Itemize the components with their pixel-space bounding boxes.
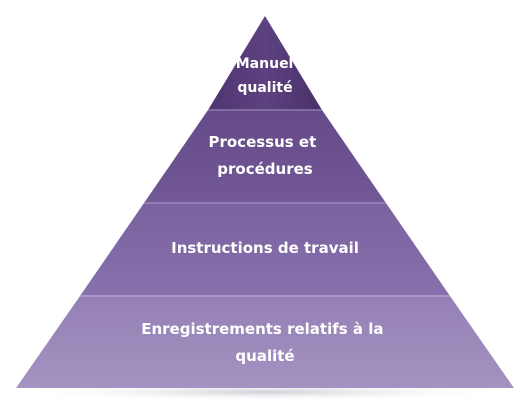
tier-1-label: Manuel qualité — [236, 56, 298, 96]
tier-2-label-line-1: Processus et — [208, 133, 316, 151]
tier-3-label: Instructions de travail — [171, 239, 359, 257]
pyramid-tier-3 — [80, 203, 450, 296]
pyramid-tier-1 — [208, 16, 322, 110]
tier-1-label-line-1: Manuel — [236, 56, 294, 72]
tier-4-label: Enregistrements relatifs à la qualité — [141, 320, 389, 365]
tier-2-label-line-2: procédures — [217, 160, 312, 178]
tier-3-label-line-1: Instructions de travail — [171, 239, 359, 257]
tier-2-label: Processus et procédures — [208, 133, 321, 178]
pyramid-tier-4 — [16, 296, 514, 388]
tier-1-label-line-2: qualité — [237, 80, 292, 96]
pyramid-tier-2 — [144, 110, 386, 203]
tier-4-label-line-2: qualité — [235, 347, 294, 365]
tier-4-label-line-1: Enregistrements relatifs à la — [141, 320, 383, 338]
